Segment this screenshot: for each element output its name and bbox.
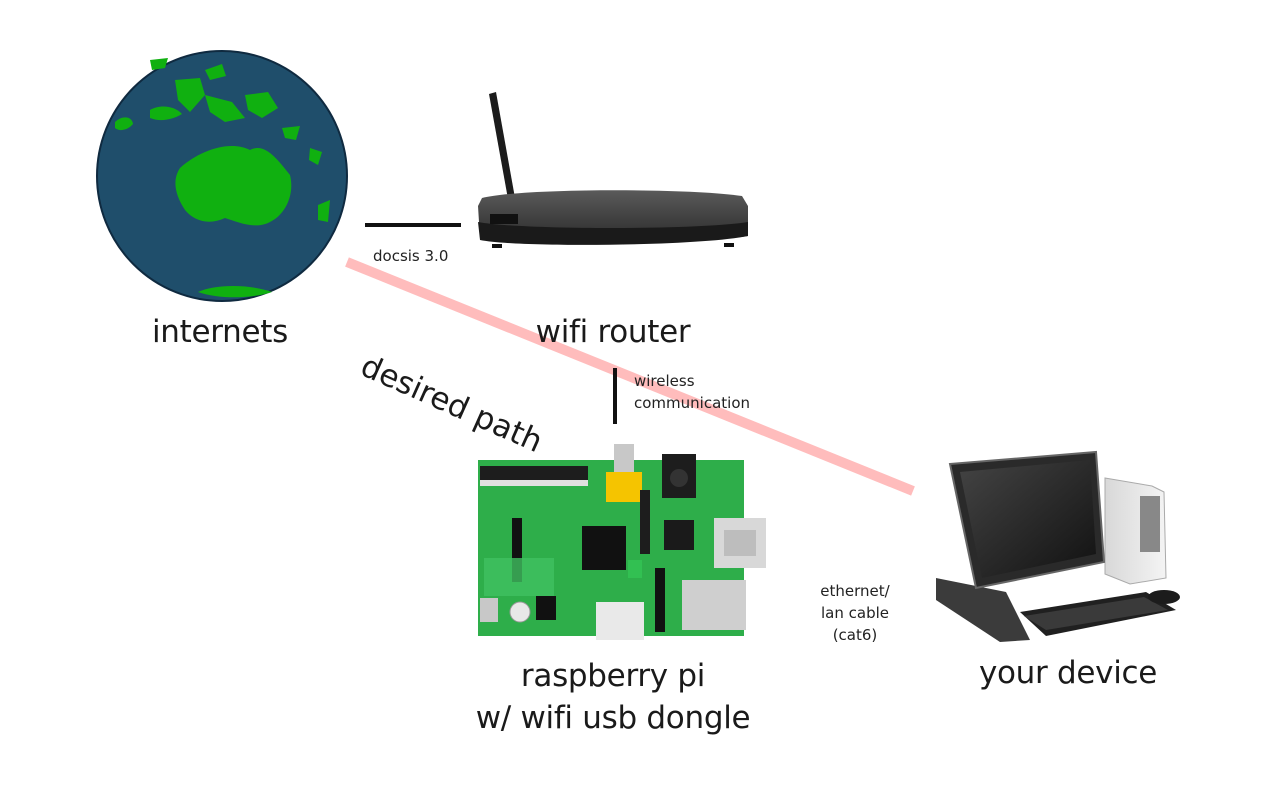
raspberry-pi-label: raspberry pi w/ wifi usb dongle	[438, 655, 788, 739]
internet-label: internets	[151, 314, 288, 350]
wireless-label-line2: communication	[634, 394, 751, 412]
ethernet-label-line2: lan cable	[821, 604, 889, 622]
docsis-label: docsis 3.0	[373, 247, 449, 265]
ethernet-label: ethernet/ lan cable (cat6)	[800, 580, 910, 646]
raspberry-pi-icon	[478, 444, 766, 640]
router-label: wifi router	[535, 314, 691, 350]
raspberry-pi-label-line2: w/ wifi usb dongle	[475, 700, 751, 736]
globe-icon	[96, 50, 348, 302]
wireless-label-line1: wireless	[634, 372, 695, 390]
ethernet-label-line1: ethernet/	[820, 582, 890, 600]
router-icon	[478, 92, 748, 248]
raspberry-pi-label-line1: raspberry pi	[520, 658, 706, 694]
computer-icon	[936, 450, 1180, 642]
wireless-label: wireless communication	[634, 370, 750, 414]
ethernet-label-line3: (cat6)	[832, 626, 878, 644]
device-label: your device	[978, 655, 1158, 691]
desired-path-line	[345, 257, 915, 496]
